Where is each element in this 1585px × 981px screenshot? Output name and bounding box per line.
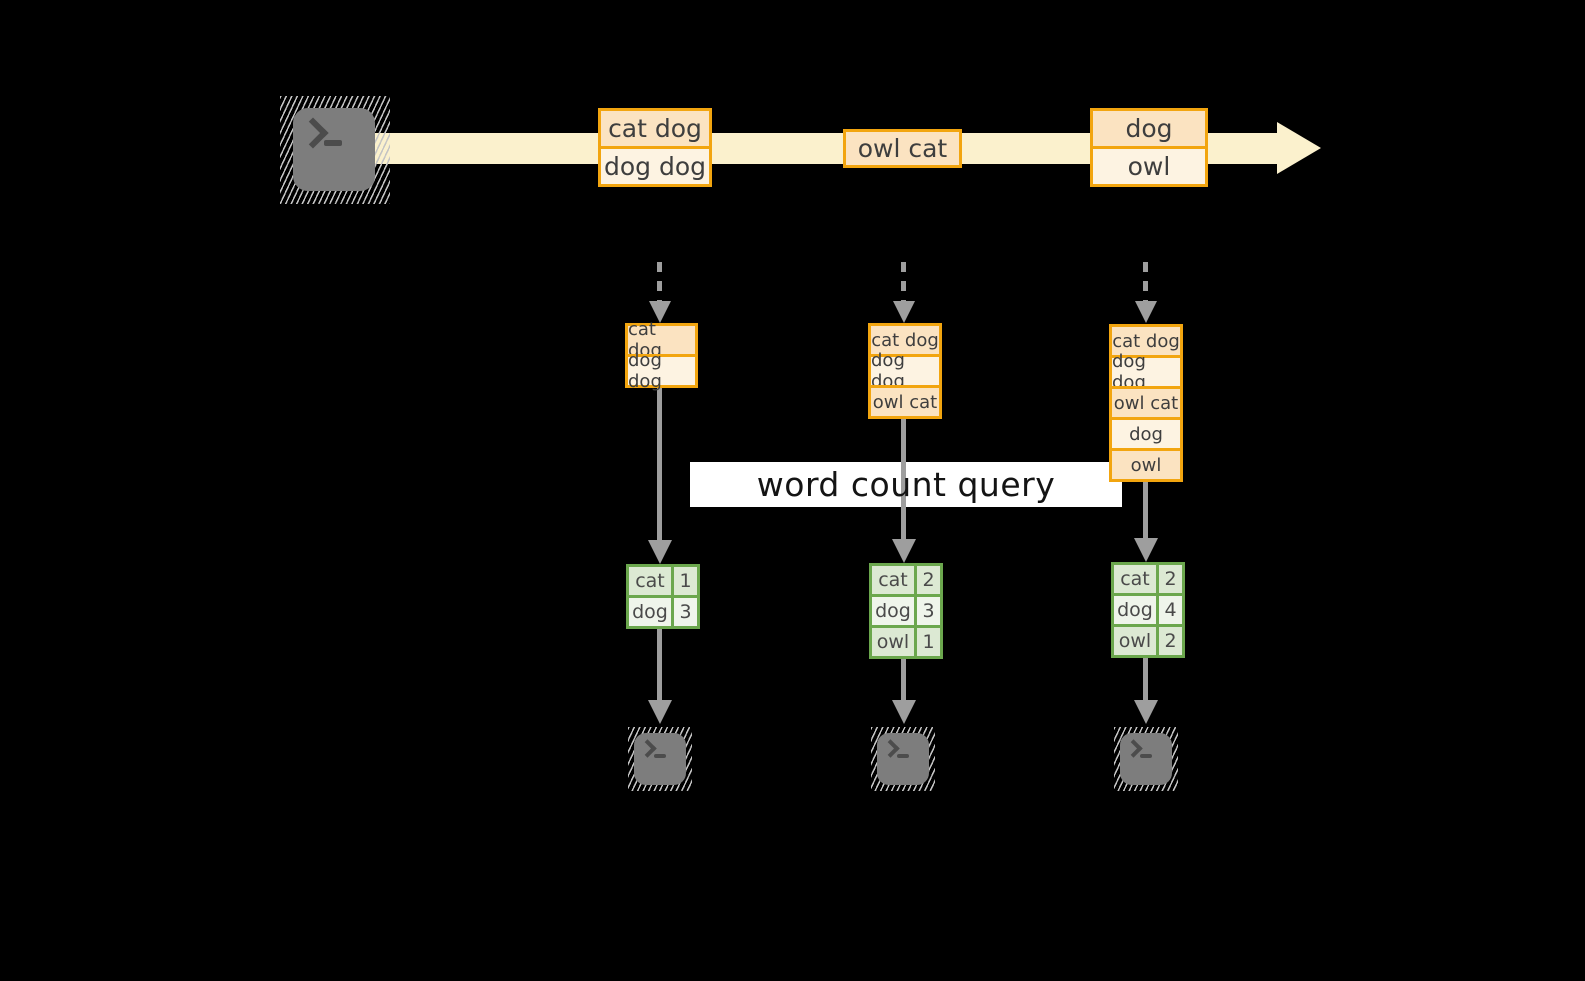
word-cell: cat [872,566,914,594]
word-cell: owl [1114,627,1156,655]
sink-terminal-icon [871,727,935,791]
arrow-shaft [901,659,906,700]
record: dog [1112,417,1180,448]
arrow-head-icon [892,700,916,724]
arrow-shaft [1143,658,1148,700]
result-table-3: cat 2 dog 4 owl 2 [1111,562,1185,658]
table-row: cat 2 [872,566,940,594]
buffer-stack-2: cat dog dog dog owl cat [868,323,942,419]
record: owl [1093,146,1205,184]
word-cell: dog [872,597,914,625]
query-label: word count query [756,465,1056,504]
arrow-shaft [1143,482,1148,538]
dashed-arrow-head-icon [1135,301,1157,323]
record: cat dog [601,111,709,146]
dashed-arrow-shaft [1143,262,1148,302]
stream-batch-1: cat dog dog dog [598,108,712,187]
arrow-shaft [901,419,906,539]
stream-arrowhead-icon [1277,122,1321,174]
word-cell: dog [1114,596,1156,624]
record: dog dog [1112,351,1180,393]
record: owl cat [846,132,959,165]
record: owl [1112,448,1180,479]
word-cell: cat [629,567,671,595]
table-row: cat 2 [1114,565,1182,593]
arrow-head-icon [648,540,672,564]
count-cell: 3 [914,597,940,625]
dashed-arrow-head-icon [649,301,671,323]
sink-terminal-icon [1114,727,1178,791]
prompt-underscore-icon [324,140,342,146]
sink-terminal-icon [628,727,692,791]
terminal-body [1120,733,1172,785]
word-cell: dog [629,598,671,626]
count-cell: 2 [914,566,940,594]
result-table-2: cat 2 dog 3 owl 1 [869,563,943,659]
dashed-arrow-shaft [657,262,662,302]
record: cat dog [1112,327,1180,355]
record: dog dog [871,350,939,392]
terminal-body [293,108,375,191]
prompt-underscore-icon [1140,754,1152,758]
word-cell: cat [1114,565,1156,593]
count-cell: 3 [671,598,697,626]
source-terminal-icon [280,96,390,204]
record: dog dog [601,146,709,184]
record: dog [1093,111,1205,146]
stream-batch-3: dog owl [1090,108,1208,187]
arrow-head-icon [892,539,916,563]
result-table-1: cat 1 dog 3 [626,564,700,629]
record: dog dog [628,350,695,392]
count-cell: 4 [1156,596,1182,624]
buffer-stack-1: cat dog dog dog [625,319,698,392]
dashed-arrow-head-icon [893,301,915,323]
arrow-shaft [657,388,662,540]
arrow-shaft [657,629,662,700]
table-row: owl 1 [872,625,940,656]
terminal-body [634,733,686,785]
terminal-body [877,733,929,785]
prompt-underscore-icon [654,754,666,758]
record: owl cat [1112,386,1180,417]
query-label-background [690,462,1122,507]
prompt-underscore-icon [897,754,909,758]
arrow-head-icon [648,700,672,724]
record: cat dog [871,326,939,354]
count-cell: 2 [1156,627,1182,655]
count-cell: 1 [671,567,697,595]
count-cell: 2 [1156,565,1182,593]
stream-batch-2: owl cat [843,129,962,168]
arrow-head-icon [1134,538,1158,562]
table-row: dog 4 [1114,593,1182,624]
count-cell: 1 [914,628,940,656]
table-row: dog 3 [629,595,697,626]
table-row: dog 3 [872,594,940,625]
dashed-arrow-shaft [901,262,906,302]
word-cell: owl [872,628,914,656]
buffer-stack-3: cat dog dog dog owl cat dog owl [1109,324,1183,482]
arrow-head-icon [1134,700,1158,724]
table-row: cat 1 [629,567,697,595]
record: owl cat [871,385,939,416]
table-row: owl 2 [1114,624,1182,655]
